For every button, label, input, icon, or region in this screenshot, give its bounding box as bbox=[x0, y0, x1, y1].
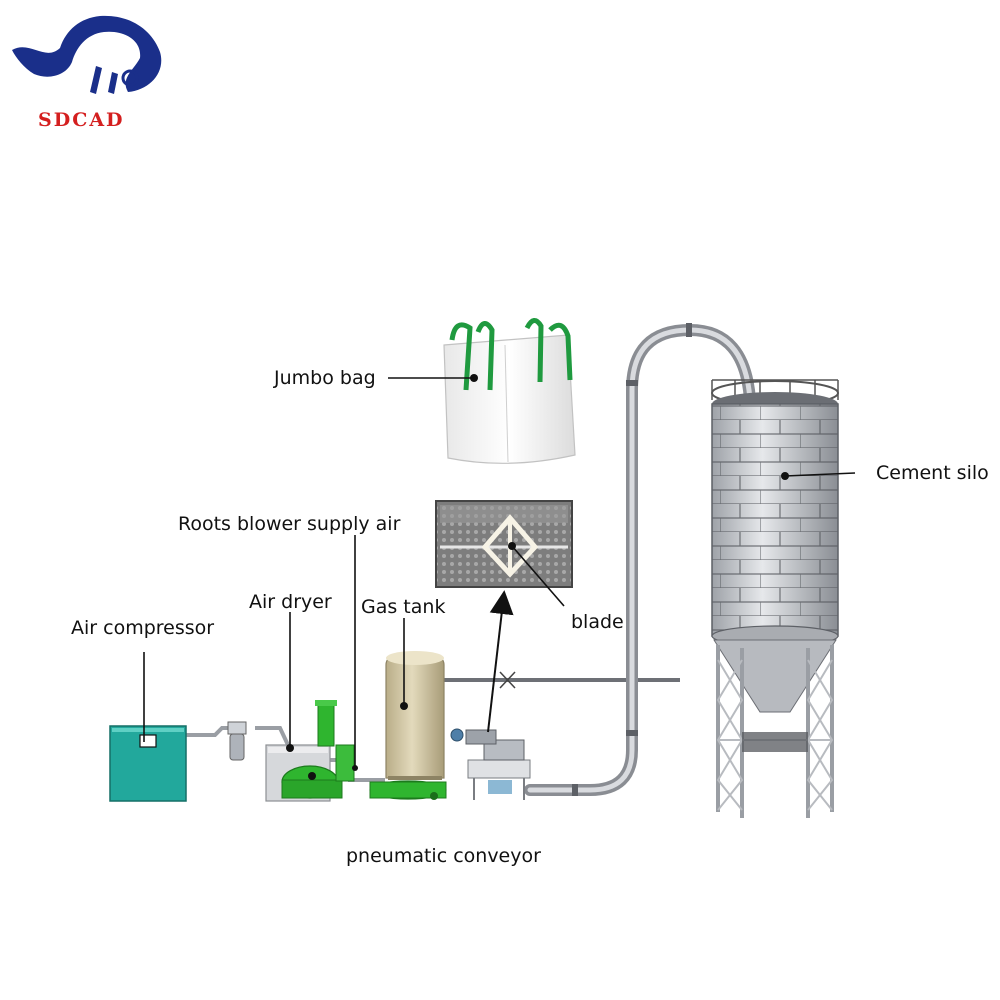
label-air-dryer: Air dryer bbox=[249, 591, 332, 613]
bag-handle bbox=[524, 318, 544, 383]
blade-inset-photo bbox=[435, 500, 573, 588]
bag-handle bbox=[548, 322, 573, 381]
label-gas-tank: Gas tank bbox=[361, 596, 445, 618]
label-air-compressor: Air compressor bbox=[71, 617, 214, 639]
bag-handle bbox=[449, 322, 473, 391]
leader-lines bbox=[143, 377, 856, 780]
label-jumbo-bag: Jumbo bag bbox=[273, 367, 376, 389]
brand-name: SDCAD bbox=[38, 109, 125, 131]
roots-blower bbox=[281, 700, 447, 800]
logo-wave-mark bbox=[12, 15, 162, 93]
air-compressor bbox=[109, 725, 187, 802]
logo-accent bbox=[90, 66, 102, 94]
brand-logo: SDCAD bbox=[12, 15, 162, 131]
blade-pointer-arrow bbox=[487, 590, 514, 733]
label-cement-silo: Cement silo bbox=[876, 462, 989, 484]
jumbo-bag bbox=[443, 318, 576, 464]
logo-accent bbox=[121, 69, 139, 87]
gas-tank bbox=[385, 651, 445, 780]
label-roots-blower-supply-air: Roots blower supply air bbox=[178, 513, 401, 535]
logo-accent bbox=[108, 72, 118, 94]
label-blade: blade bbox=[571, 611, 624, 633]
cement-silo bbox=[711, 379, 839, 818]
feeder-unit bbox=[450, 728, 531, 800]
label-pneumatic-conveyor: pneumatic conveyor bbox=[346, 845, 541, 867]
bag-handle bbox=[475, 321, 495, 391]
air-filter bbox=[227, 721, 247, 761]
